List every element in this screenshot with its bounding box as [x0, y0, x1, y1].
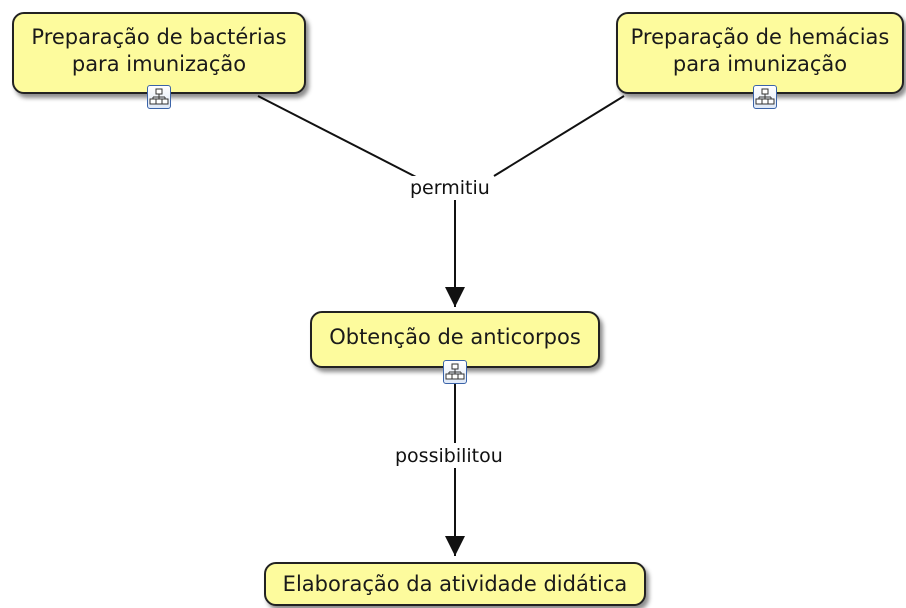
concept-label-atividade: Elaboração da atividade didática: [282, 572, 628, 596]
concept-label-anticorpos: Obtenção de anticorpos: [329, 325, 581, 349]
link-label-possibilitou: possibilitou: [393, 444, 505, 468]
concept-map-icon[interactable]: [443, 360, 467, 384]
line-bacteria-to-permitiu: [257, 95, 419, 179]
concept-label-hemacias: Preparação de hemácias para imunização: [630, 25, 890, 76]
concept-node-hemacias[interactable]: Preparação de hemácias para imunização: [616, 12, 904, 94]
concept-node-anticorpos[interactable]: Obtenção de anticorpos: [310, 311, 600, 368]
concept-map-icon[interactable]: [753, 85, 777, 109]
concept-map-icon[interactable]: [147, 85, 171, 109]
link-label-permitiu: permitiu: [408, 176, 492, 200]
concept-label-bacteria: Preparação de bactérias para imunização: [31, 25, 287, 76]
concept-node-bacteria[interactable]: Preparação de bactérias para imunização: [12, 12, 306, 94]
line-hemacias-to-permitiu: [493, 95, 625, 177]
concept-node-atividade[interactable]: Elaboração da atividade didática: [264, 562, 646, 606]
